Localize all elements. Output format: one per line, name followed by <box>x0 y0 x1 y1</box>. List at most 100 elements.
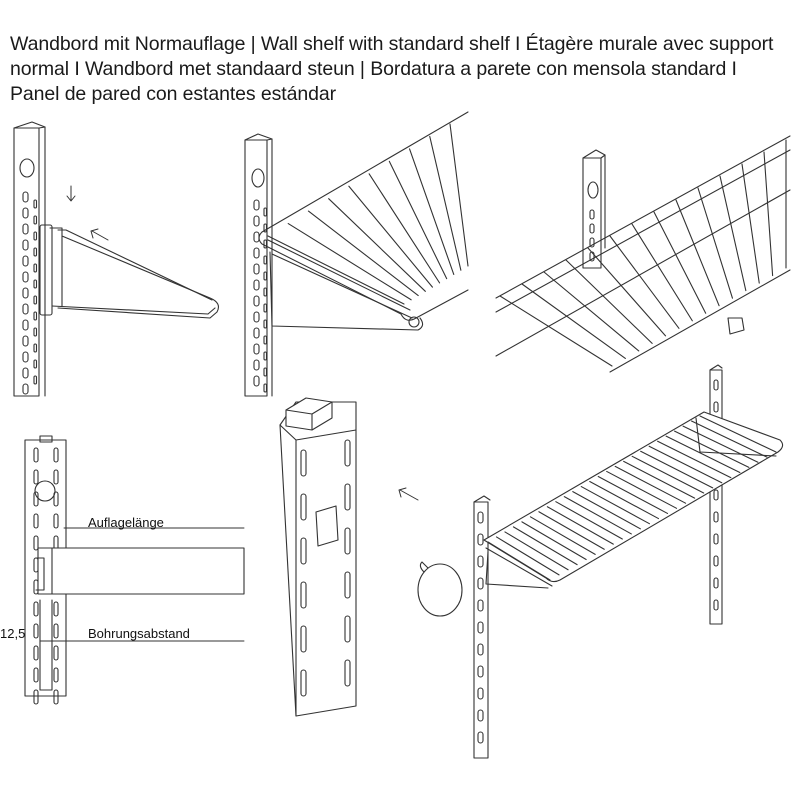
rail-slot <box>33 623 39 639</box>
rail-slot <box>53 623 59 639</box>
rail-slot <box>22 191 29 203</box>
shelf-profile <box>35 547 245 691</box>
rail-slot <box>33 535 39 551</box>
rail-slot <box>253 343 260 355</box>
rail-slot <box>253 311 260 323</box>
shelf-wire <box>609 235 680 329</box>
arrow-down-icon <box>66 185 76 202</box>
shelf-wire <box>499 295 613 367</box>
rail-slot <box>477 643 484 656</box>
hole-spacing-label: Bohrungsabstand <box>88 626 190 641</box>
panel-bracket-mount <box>13 121 219 397</box>
rail-slot <box>253 215 260 227</box>
shelf-wire <box>665 435 741 474</box>
panel-rail-endcap <box>279 397 419 717</box>
shelf-wire <box>719 175 747 292</box>
rail-slot <box>263 319 268 329</box>
rail-slot <box>263 383 268 393</box>
shelf-wire <box>631 455 705 494</box>
rail-slot <box>263 239 268 249</box>
shelf-wire <box>504 531 569 571</box>
rail-slot <box>22 287 29 299</box>
rail-slot <box>300 669 307 697</box>
rail-slot <box>263 351 268 361</box>
rail-round-hole <box>34 480 56 502</box>
rail-slot <box>344 659 351 687</box>
rail-slot <box>477 599 484 612</box>
shelf-wire <box>623 460 696 499</box>
rail-slot <box>263 223 268 233</box>
rail-round-hole <box>19 158 35 178</box>
rail-slot <box>22 303 29 315</box>
rail-slot <box>53 513 59 529</box>
rail-slot <box>713 401 719 413</box>
rail-slots <box>22 191 38 395</box>
rail-slot <box>33 359 38 369</box>
rail-slot <box>477 533 484 546</box>
rail-slot <box>33 645 39 661</box>
shelf-wire <box>763 151 774 277</box>
shelf-wire <box>495 536 560 576</box>
rail-slot <box>477 687 484 700</box>
end-cap <box>285 397 333 431</box>
rail-slot <box>713 577 719 589</box>
rail-slot <box>33 469 39 485</box>
rail-slot <box>53 491 59 507</box>
rail-round-hole <box>251 168 265 188</box>
rail-slot <box>253 199 260 211</box>
rail-slot <box>22 255 29 267</box>
wall-plug <box>417 561 463 617</box>
rail-slot <box>477 731 484 744</box>
wire-shelf <box>483 411 784 589</box>
shelf-wire <box>675 199 720 307</box>
arrow-left-icon <box>90 228 109 241</box>
wire-shelf <box>258 111 469 321</box>
shelf-wire <box>388 160 448 280</box>
rail-slot <box>53 447 59 463</box>
rail-slot <box>33 513 39 529</box>
shelf-wire <box>580 486 650 525</box>
rail-slot <box>477 665 484 678</box>
shelf-wire <box>555 501 623 540</box>
panel-technical-section: Auflagelänge Bohrungsabstand 12,5 <box>0 435 245 705</box>
bracket <box>269 251 424 331</box>
rail-slots <box>477 511 484 744</box>
rail-slot <box>263 207 268 217</box>
rail-slot <box>263 255 268 265</box>
wall-rail-right <box>709 364 723 625</box>
rail-slot <box>53 645 59 661</box>
shelf-wires <box>267 123 469 305</box>
rail-slot <box>344 527 351 555</box>
shelf-wire <box>546 506 614 545</box>
rail-slot <box>344 615 351 643</box>
wall-rail <box>13 121 46 397</box>
rail-slot <box>263 335 268 345</box>
shelf-wire <box>572 491 641 530</box>
rail-slot <box>33 689 39 705</box>
rail-slot <box>477 577 484 590</box>
rail-slots <box>300 439 351 697</box>
shelf-wire <box>487 541 551 581</box>
rail-slot <box>33 231 38 241</box>
hole-spacing-value: 12,5 <box>0 626 25 641</box>
rail-slot <box>33 311 38 321</box>
rail-slot <box>477 709 484 722</box>
wall-rail <box>582 149 606 269</box>
wall-rail <box>244 133 273 397</box>
rail-slot <box>300 493 307 521</box>
rail-slot <box>22 335 29 347</box>
shelf-wire <box>657 440 732 479</box>
rail-slot <box>53 689 59 705</box>
shelf-wire <box>589 480 660 520</box>
shelf-wire <box>690 420 768 458</box>
shelf-wire <box>606 470 678 509</box>
rail-slot <box>263 367 268 377</box>
rail-slot <box>33 199 38 209</box>
shelf-wire <box>529 516 596 555</box>
shelf-wire <box>267 235 405 305</box>
rail-slot <box>713 533 719 545</box>
shelf-wire <box>368 173 441 284</box>
rail-slot <box>253 279 260 291</box>
rail-slot <box>344 571 351 599</box>
shelf-wire <box>348 185 433 288</box>
